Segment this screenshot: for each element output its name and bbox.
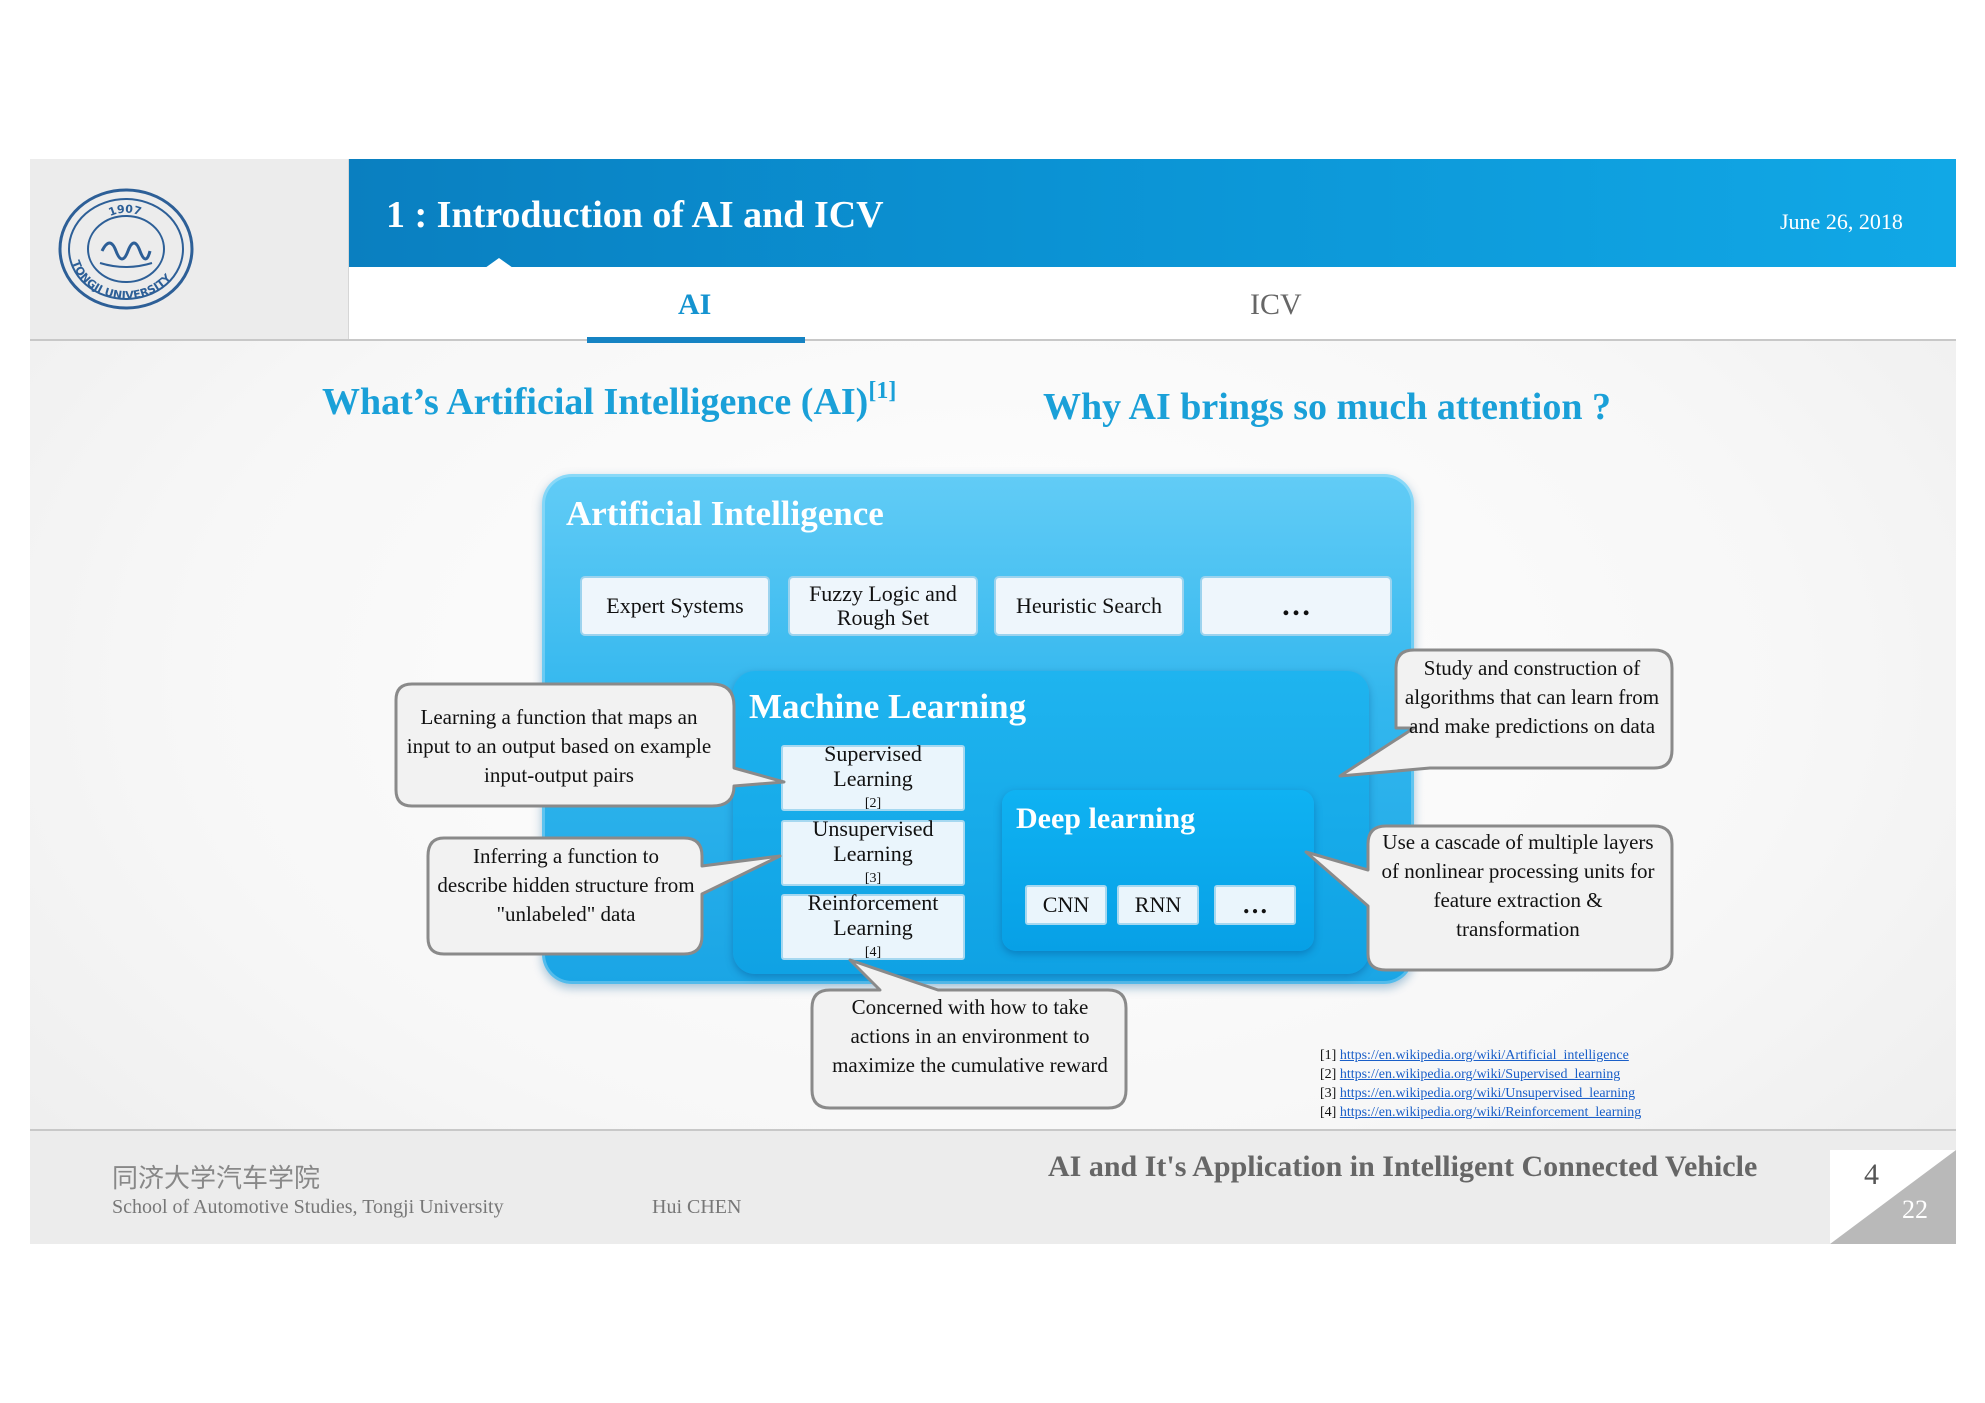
title-bar-notch (485, 258, 513, 268)
reference-link[interactable]: https://en.wikipedia.org/wiki/Supervised… (1339, 1067, 1621, 1082)
ml-unsupervised-learning: Unsupervised Learning[3] (781, 816, 965, 886)
footer-course-title: AI and It's Application in Intelligent C… (1048, 1150, 1758, 1183)
technique-fuzzy-logic: Fuzzy Logic and Rough Set (788, 576, 978, 636)
callout-supervised-text: Learning a function that maps an input t… (406, 705, 712, 787)
heading-why-ai: Why AI brings so much attention ? (1043, 386, 1611, 428)
reference-item: [4] https://en.wikipedia.org/wiki/Reinfo… (1320, 1105, 1642, 1120)
tab-divider (30, 339, 1956, 341)
callout-machine-learning-text: Study and construction of algorithms tha… (1404, 656, 1660, 738)
heading-ref: [1] (868, 378, 897, 404)
dl-rnn: RNN (1117, 885, 1199, 925)
university-seal-logo: TONGJI UNIVERSITY 1907 (58, 188, 194, 310)
technique-heuristic-search: Heuristic Search (994, 576, 1184, 636)
reference-item: [1] https://en.wikipedia.org/wiki/Artifi… (1320, 1048, 1629, 1063)
page-corner-triangle (1830, 1150, 1956, 1244)
page-number: 4 (1864, 1158, 1879, 1191)
deep-learning-title: Deep learning (1016, 802, 1196, 835)
callout-reinforcement-bubble (810, 958, 1128, 1110)
technique-expert-systems: Expert Systems (580, 576, 770, 636)
ml-supervised-learning: Supervised Learning[2] (781, 741, 965, 811)
active-tab-indicator (587, 337, 805, 343)
reference-link[interactable]: https://en.wikipedia.org/wiki/Reinforcem… (1339, 1105, 1642, 1120)
dl-more: … (1214, 885, 1296, 925)
callout-machine-learning-bubble (1338, 648, 1674, 778)
reference-list: [1] https://en.wikipedia.org/wiki/Artifi… (1320, 1046, 1641, 1122)
tab-ai[interactable]: AI (678, 288, 712, 321)
footer-author: Hui CHEN (652, 1196, 742, 1218)
heading-what-is-ai: What’s Artificial Intelligence (AI)[1] (322, 378, 897, 423)
machine-learning-title: Machine Learning (749, 687, 1027, 726)
slide-title: 1 : Introduction of AI and ICV (386, 194, 884, 236)
title-bar (349, 159, 1956, 267)
footer-school-cn: 同济大学汽车学院 (112, 1164, 321, 1194)
ml-reinforcement-learning: Reinforcement Learning[4] (781, 890, 965, 960)
logo-panel: TONGJI UNIVERSITY 1907 (30, 159, 350, 339)
footer-school-en: School of Automotive Studies, Tongji Uni… (112, 1196, 504, 1218)
reference-item: [2] https://en.wikipedia.org/wiki/Superv… (1320, 1067, 1621, 1082)
page-total: 22 (1902, 1195, 1928, 1224)
callout-unsupervised-bubble (426, 836, 782, 956)
callout-supervised-bubble (394, 682, 786, 808)
section-tab-strip (349, 267, 1956, 339)
reference-link[interactable]: https://en.wikipedia.org/wiki/Unsupervis… (1339, 1086, 1636, 1101)
callout-deep-learning-bubble (1304, 824, 1674, 972)
technique-more: … (1200, 576, 1392, 636)
footer-bar (30, 1131, 1956, 1244)
reference-link[interactable]: https://en.wikipedia.org/wiki/Artificial… (1339, 1048, 1629, 1063)
reference-item: [3] https://en.wikipedia.org/wiki/Unsupe… (1320, 1086, 1636, 1101)
footer-divider (30, 1129, 1956, 1131)
callout-unsupervised-text: Inferring a function to describe hidden … (437, 844, 695, 926)
tab-icv[interactable]: ICV (1250, 288, 1302, 321)
callout-deep-learning-text: Use a cascade of multiple layers of nonl… (1381, 830, 1655, 941)
slide-date: June 26, 2018 (1780, 209, 1903, 234)
dl-cnn: CNN (1025, 885, 1107, 925)
callout-reinforcement-text: Concerned with how to take actions in an… (832, 995, 1108, 1077)
ai-box-title: Artificial Intelligence (566, 494, 884, 533)
